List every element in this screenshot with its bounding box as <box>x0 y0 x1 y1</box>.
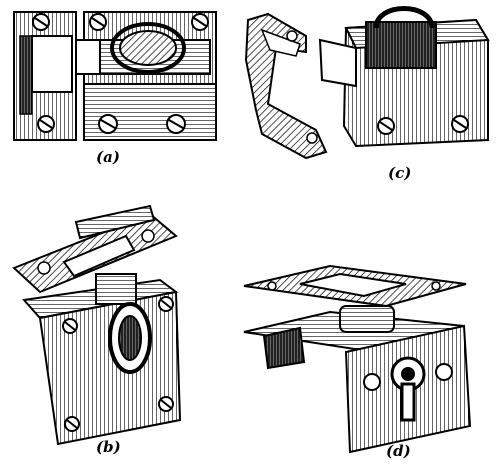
screw-icon <box>141 229 155 243</box>
keeper-slot <box>31 35 73 93</box>
screw-icon <box>431 281 441 291</box>
bent-keeper <box>244 12 328 160</box>
screw-icon <box>286 30 298 42</box>
ring-handle-icon <box>110 22 186 74</box>
caption-b: (b) <box>96 438 121 456</box>
caption-c: (c) <box>388 164 411 182</box>
screw-icon <box>306 132 318 144</box>
caption-d: (d) <box>386 442 411 460</box>
latch-a: (a) <box>13 11 217 166</box>
ring-handle-icon <box>373 6 435 29</box>
latch-c: (c) <box>244 6 490 182</box>
screw-icon <box>267 281 277 291</box>
latch-b: (b) <box>12 204 182 456</box>
caption-a: (a) <box>96 148 120 166</box>
latch-d: (d) <box>243 264 472 460</box>
screw-hole-icon <box>435 363 453 381</box>
latch-body-plate <box>38 290 182 446</box>
screw-icon <box>37 261 51 275</box>
screw-hole-icon <box>363 373 381 391</box>
